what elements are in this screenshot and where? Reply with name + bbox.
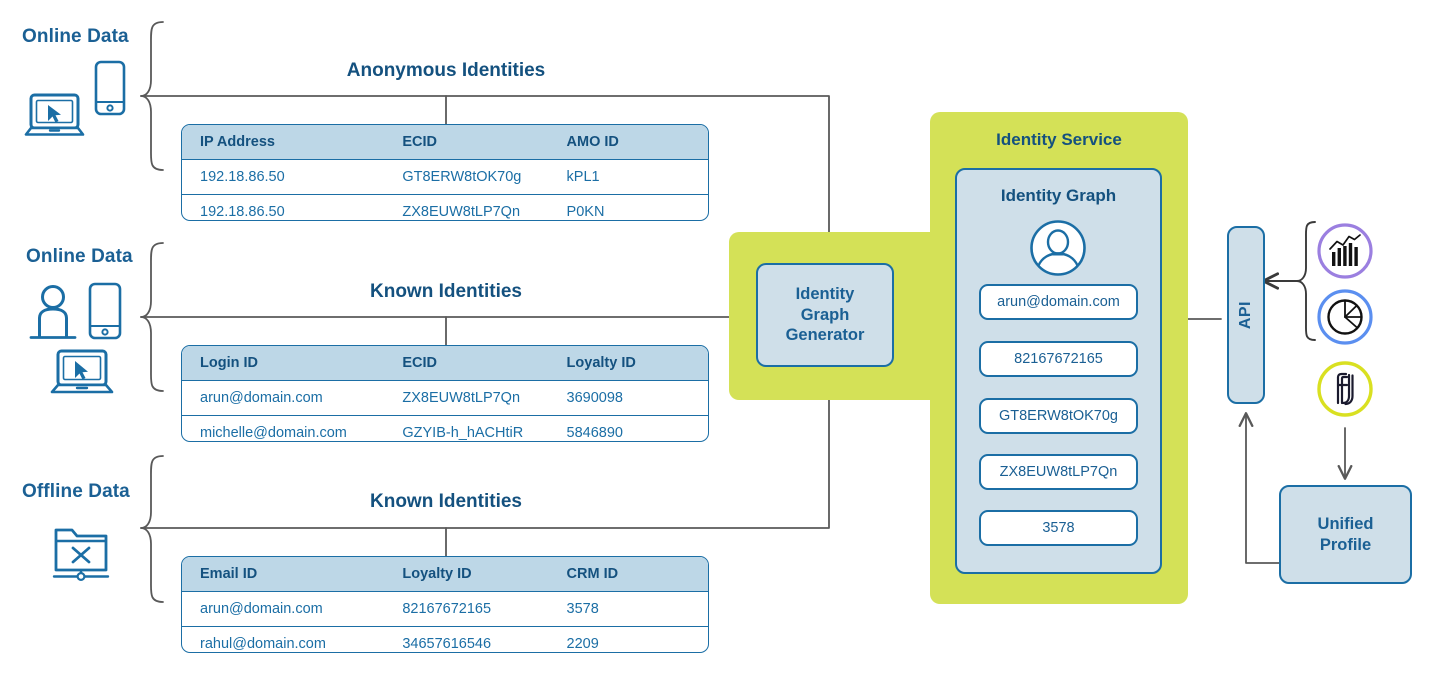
table-row: arun@domain.com ZX8EUW8tLP7Qn 3690098 xyxy=(182,380,708,416)
table-cell: 3690098 xyxy=(548,380,708,416)
identity-chip[interactable]: arun@domain.com xyxy=(979,284,1138,320)
table-cell: ZX8EUW8tLP7Qn xyxy=(402,204,521,220)
column-header: Email ID xyxy=(182,557,385,592)
table-header-row: Email ID Loyalty ID CRM ID xyxy=(182,557,708,592)
generator-line-2: Graph xyxy=(800,305,850,324)
identity-graph-title: Identity Graph xyxy=(1000,186,1117,205)
source-label-1: Online Data xyxy=(26,246,133,267)
table-cell: P0KN xyxy=(566,204,605,220)
identity-chip[interactable]: 82167672165 xyxy=(979,341,1138,377)
unified-profile-line-1: Unified xyxy=(1317,514,1374,533)
laptop-cursor-icon xyxy=(50,349,114,394)
section-title-1: Known Identities xyxy=(370,281,522,302)
bar-chart-icon[interactable] xyxy=(1316,222,1374,280)
smartphone-icon xyxy=(94,60,126,116)
table-row: rahul@domain.com 34657616546 2209 xyxy=(182,627,708,652)
column-header: Loyalty ID xyxy=(384,557,549,592)
table-cell: GT8ERW8tOK70g xyxy=(384,159,549,195)
generator-line-1: Identity xyxy=(795,285,855,304)
api-label: API xyxy=(1237,300,1254,330)
table-header-row: IP Address ECID AMO ID xyxy=(182,125,708,160)
identity-chip[interactable]: GT8ERW8tOK70g xyxy=(979,398,1138,434)
smartphone-icon xyxy=(88,282,122,340)
api-box[interactable]: API xyxy=(1227,226,1265,404)
source-label-0: Online Data xyxy=(22,26,129,47)
source-table-0: IP Address ECID AMO ID 192.18.86.50 GT8E… xyxy=(181,124,709,221)
generator-line-3: Generator xyxy=(785,326,865,345)
section-title-0: Anonymous Identities xyxy=(346,60,546,81)
table-cell: 34657616546 xyxy=(402,636,492,652)
table-row: 192.18.86.50 ZX8EUW8tLP7Qn P0KN xyxy=(182,195,708,220)
laptop-cursor-icon xyxy=(24,93,85,136)
column-header: Login ID xyxy=(182,346,385,381)
table-cell: 82167672165 xyxy=(384,591,549,627)
table-cell: rahul@domain.com xyxy=(200,636,326,652)
pie-chart-icon[interactable] xyxy=(1316,288,1374,346)
table-header-row: Login ID ECID Loyalty ID xyxy=(182,346,708,381)
identity-chip[interactable]: 3578 xyxy=(979,510,1138,546)
section-title-2: Known Identities xyxy=(370,491,522,512)
table-cell: 3578 xyxy=(548,591,708,627)
table-cell: 192.18.86.50 xyxy=(200,204,285,220)
table-row: michelle@domain.com GZYIB-h_hACHtiR 5846… xyxy=(182,416,708,441)
identity-service-title: Identity Service xyxy=(996,130,1122,149)
table-cell: michelle@domain.com xyxy=(200,425,347,441)
table-cell: 5846890 xyxy=(566,425,623,441)
unified-profile-box[interactable]: Unified Profile xyxy=(1279,485,1412,584)
table-cell: 2209 xyxy=(566,636,599,652)
table-cell: 192.18.86.50 xyxy=(182,159,385,195)
column-header: AMO ID xyxy=(548,125,708,160)
table-cell: arun@domain.com xyxy=(182,380,385,416)
table-cell: GZYIB-h_hACHtiR xyxy=(402,425,524,441)
folder-x-network-icon xyxy=(52,528,110,581)
column-header: Loyalty ID xyxy=(548,346,708,381)
unified-profile-line-2: Profile xyxy=(1319,535,1372,554)
person-avatar-icon xyxy=(1030,220,1086,276)
identity-graph-generator-box[interactable]: Identity Graph Generator xyxy=(756,263,894,367)
source-table-1: Login ID ECID Loyalty ID arun@domain.com… xyxy=(181,345,709,442)
source-label-2: Offline Data xyxy=(22,481,130,502)
person-icon xyxy=(29,285,77,339)
table-row: 192.18.86.50 GT8ERW8tOK70g kPL1 xyxy=(182,159,708,195)
column-header: IP Address xyxy=(182,125,385,160)
table-cell: ZX8EUW8tLP7Qn xyxy=(384,380,549,416)
table-row: arun@domain.com 82167672165 3578 xyxy=(182,591,708,627)
brand-logo-icon[interactable] xyxy=(1316,360,1374,418)
table-cell: arun@domain.com xyxy=(182,591,385,627)
identity-chip[interactable]: ZX8EUW8tLP7Qn xyxy=(979,454,1138,490)
column-header: ECID xyxy=(384,125,549,160)
table-cell: kPL1 xyxy=(548,159,708,195)
source-table-2: Email ID Loyalty ID CRM ID arun@domain.c… xyxy=(181,556,709,653)
column-header: ECID xyxy=(384,346,549,381)
column-header: CRM ID xyxy=(548,557,708,592)
